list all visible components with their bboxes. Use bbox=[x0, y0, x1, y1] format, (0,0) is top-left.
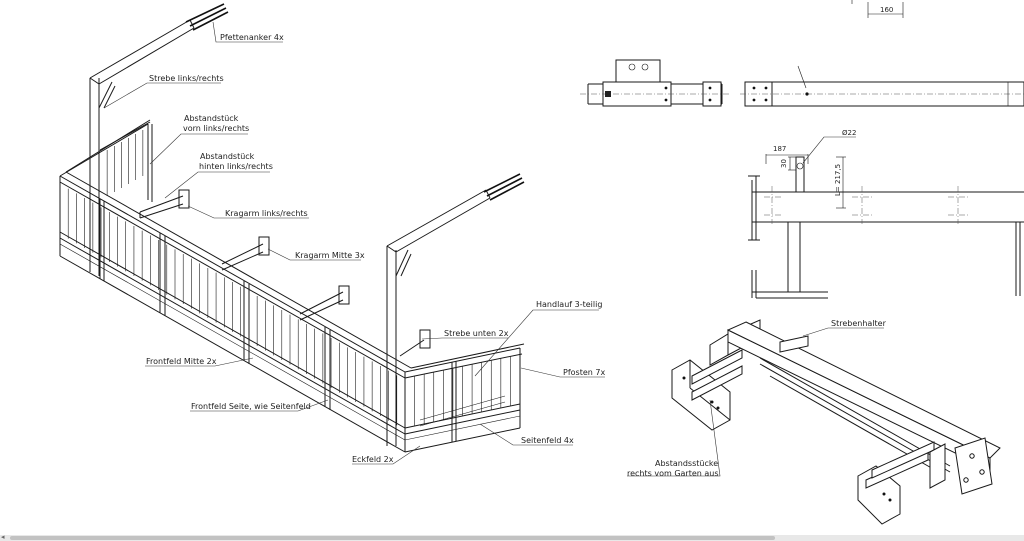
callouts-main bbox=[103, 21, 605, 465]
label-abstandsstuecke-2: rechts vom Garten aus bbox=[627, 469, 719, 478]
panel-frames bbox=[99, 199, 457, 442]
label-frontfeld-seite: Frontfeld Seite, wie Seitenfeld bbox=[191, 402, 311, 411]
floor-frame bbox=[59, 243, 521, 441]
bracket-isometric bbox=[671, 319, 1001, 525]
railing-bars-front bbox=[67, 188, 398, 426]
label-abstandstueck-vorn-1: Abstandstück bbox=[184, 114, 239, 123]
label-handlauf: Handlauf 3-teilig bbox=[536, 300, 602, 309]
back-railing-left bbox=[99, 121, 153, 202]
dim-30: 30 bbox=[780, 159, 788, 168]
label-abstandsstuecke-1: Abstandsstücke bbox=[655, 459, 718, 468]
right-post-strut bbox=[386, 173, 525, 446]
balcony-isometric-view bbox=[59, 3, 525, 453]
label-strebenhalter: Strebenhalter bbox=[831, 319, 887, 328]
label-strebe-links-rechts: Strebe links/rechts bbox=[149, 74, 224, 83]
label-abstandstueck-vorn-2: vorn links/rechts bbox=[183, 124, 249, 133]
label-eckfeld: Eckfeld 2x bbox=[352, 455, 394, 464]
dim-160: 160 bbox=[880, 6, 893, 14]
top-view-left bbox=[580, 59, 730, 107]
top-view-right bbox=[740, 65, 1024, 107]
scrollbar-thumb[interactable] bbox=[10, 536, 775, 540]
left-post-strut bbox=[89, 3, 229, 276]
label-pfosten: Pfosten 7x bbox=[563, 368, 605, 377]
label-seitenfeld: Seitenfeld 4x bbox=[521, 436, 574, 445]
callouts-right bbox=[627, 327, 884, 477]
label-abstandstueck-hinten-1: Abstandstück bbox=[200, 152, 255, 161]
railing-bars-side bbox=[414, 356, 511, 426]
railing-bars-back bbox=[106, 130, 144, 196]
dimension-160 bbox=[851, 0, 904, 18]
scroll-left-arrow-icon[interactable]: ◂ bbox=[1, 533, 5, 541]
dim-187: 187 bbox=[773, 145, 786, 153]
label-kragarm-mitte: Kragarm Mitte 3x bbox=[295, 251, 365, 260]
horizontal-scrollbar[interactable]: ◂ bbox=[0, 533, 1024, 541]
label-pfettenanker: Pfettenanker 4x bbox=[220, 33, 284, 42]
label-strebe-unten: Strebe unten 2x bbox=[444, 329, 509, 338]
label-kragarm-links-rechts: Kragarm links/rechts bbox=[225, 209, 308, 218]
side-elevation bbox=[748, 136, 1024, 299]
dim-2175: L= 217,5 bbox=[834, 164, 842, 196]
label-frontfeld-mitte: Frontfeld Mitte 2x bbox=[146, 357, 217, 366]
label-abstandstueck-hinten-2: hinten links/rechts bbox=[199, 162, 273, 171]
dim-phi22: Ø22 bbox=[842, 129, 856, 137]
handrail-front bbox=[59, 119, 525, 379]
